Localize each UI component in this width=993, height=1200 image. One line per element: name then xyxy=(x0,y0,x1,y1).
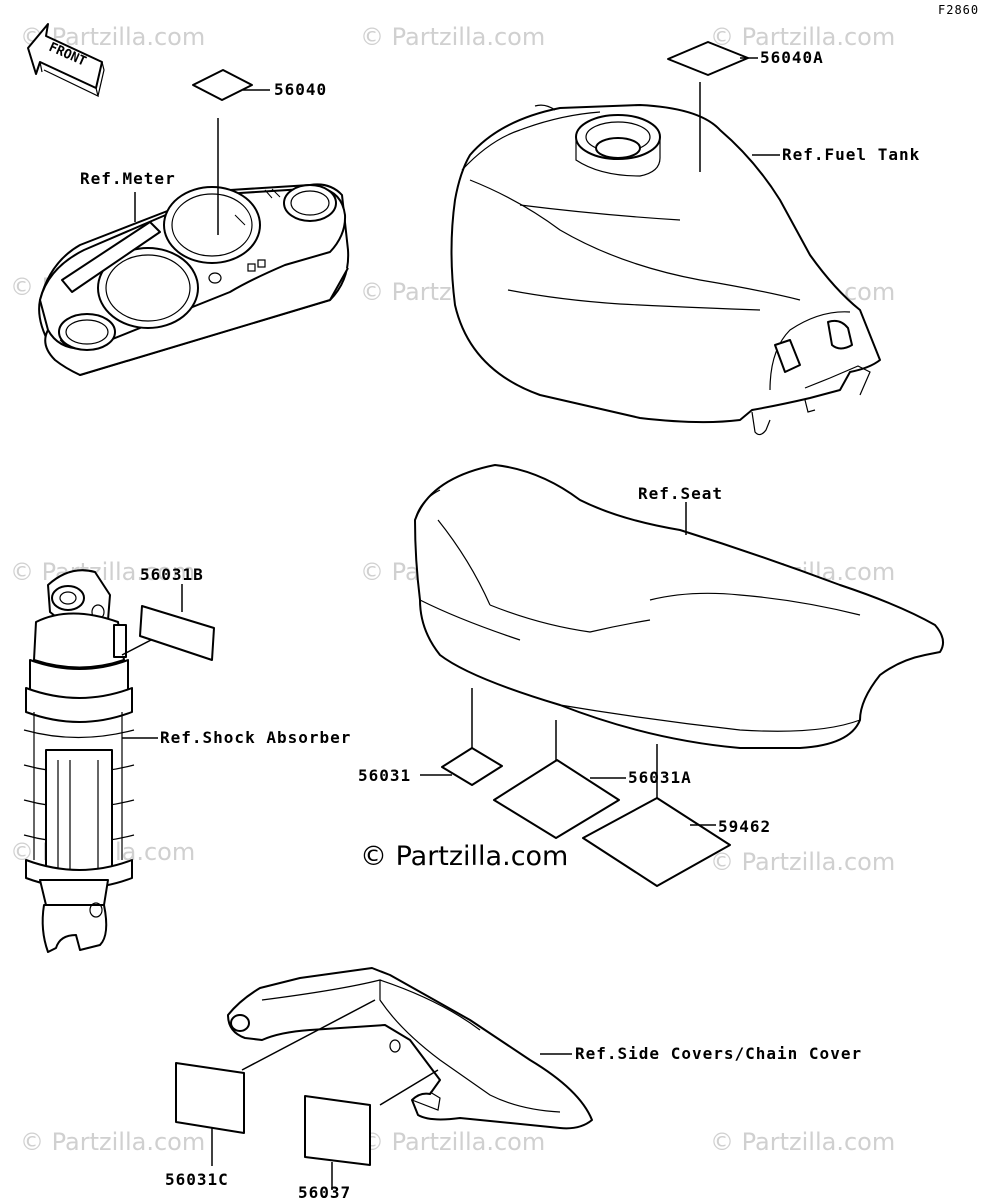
label-56031B-decal xyxy=(139,605,215,661)
part-number-56040A: 56040A xyxy=(760,48,824,67)
watermark: © Partzilla.com xyxy=(360,23,545,51)
part-number-56031A: 56031A xyxy=(628,768,692,787)
part-number-56040: 56040 xyxy=(274,80,327,99)
watermark: © Partzilla.com xyxy=(20,1128,205,1156)
watermark: © Partzilla.com xyxy=(360,1128,545,1156)
ref-meter-label: Ref.Meter xyxy=(80,169,176,188)
ref-fuel-tank-label: Ref.Fuel Tank xyxy=(782,145,920,164)
watermark: © Partzilla.com xyxy=(710,23,895,51)
copyright-text: © Partzilla.com xyxy=(360,841,568,872)
part-number-56031B: 56031B xyxy=(140,565,204,584)
side-chain-cover-part xyxy=(227,967,593,1130)
ref-seat-label: Ref.Seat xyxy=(638,484,723,503)
watermark: © Partzilla.com xyxy=(710,848,895,876)
part-number-56031: 56031 xyxy=(358,766,411,785)
label-56031A-decal xyxy=(493,759,620,839)
watermark: © Partzilla.com xyxy=(10,558,195,586)
label-59462-decal xyxy=(582,797,731,887)
part-number-56037: 56037 xyxy=(298,1183,351,1200)
watermark: © Partzilla.com xyxy=(710,1128,895,1156)
part-number-59462: 59462 xyxy=(718,817,771,836)
meter-part xyxy=(38,183,350,376)
label-56031C-decal xyxy=(175,1062,245,1134)
part-number-56031C: 56031C xyxy=(165,1170,229,1189)
fuel-tank-part xyxy=(450,104,881,436)
seat-part xyxy=(414,464,945,749)
label-56031-decal xyxy=(441,747,503,786)
leader-line xyxy=(379,1069,439,1106)
shock-absorber-part xyxy=(23,569,135,953)
leader-line xyxy=(241,999,376,1071)
label-56040-decal xyxy=(192,69,253,101)
ref-shock-absorber-label: Ref.Shock Absorber xyxy=(160,728,351,747)
ref-side-covers-label: Ref.Side Covers/Chain Cover xyxy=(575,1044,862,1063)
label-56037-decal xyxy=(304,1095,371,1166)
figure-code: F2860 xyxy=(938,3,979,17)
